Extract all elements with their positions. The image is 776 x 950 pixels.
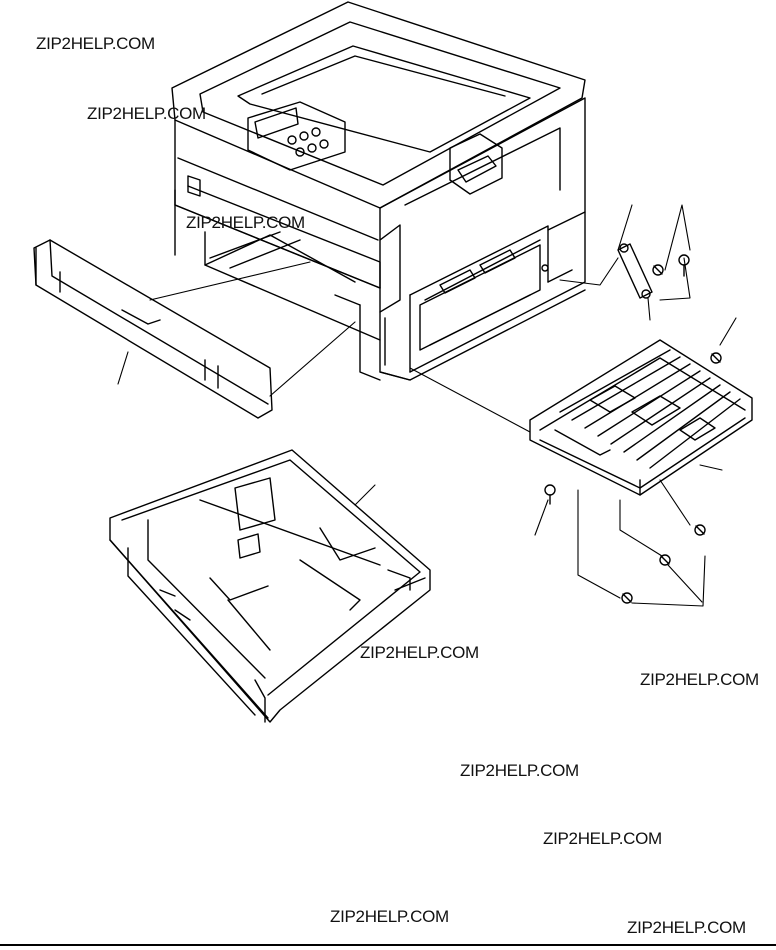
- watermark-text: ZIP2HELP.COM: [186, 213, 305, 232]
- panel-button: [287, 135, 297, 145]
- leader-lines: [117, 204, 737, 607]
- duplex-unit: [529, 339, 753, 496]
- printer-body: [171, 1, 586, 381]
- screw: [544, 254, 722, 604]
- paper-tray: [109, 449, 431, 723]
- watermark-text: ZIP2HELP.COM: [87, 104, 206, 123]
- watermark-text: ZIP2HELP.COM: [640, 670, 759, 689]
- watermark-text: ZIP2HELP.COM: [36, 34, 155, 53]
- display-window: [254, 107, 299, 139]
- bottom-rule: [0, 944, 776, 946]
- watermark-text: ZIP2HELP.COM: [627, 918, 746, 937]
- watermark-text: ZIP2HELP.COM: [360, 643, 479, 662]
- panel-button: [299, 131, 309, 141]
- watermark-text: ZIP2HELP.COM: [543, 829, 662, 848]
- panel-button: [319, 139, 329, 149]
- watermark-text: ZIP2HELP.COM: [460, 761, 579, 780]
- hinge-strap: [617, 243, 653, 299]
- panel-button: [311, 127, 321, 137]
- panel-button: [307, 143, 317, 153]
- panel-button: [295, 147, 305, 157]
- front-cover-panel: [33, 239, 273, 419]
- watermark-text: ZIP2HELP.COM: [330, 907, 449, 926]
